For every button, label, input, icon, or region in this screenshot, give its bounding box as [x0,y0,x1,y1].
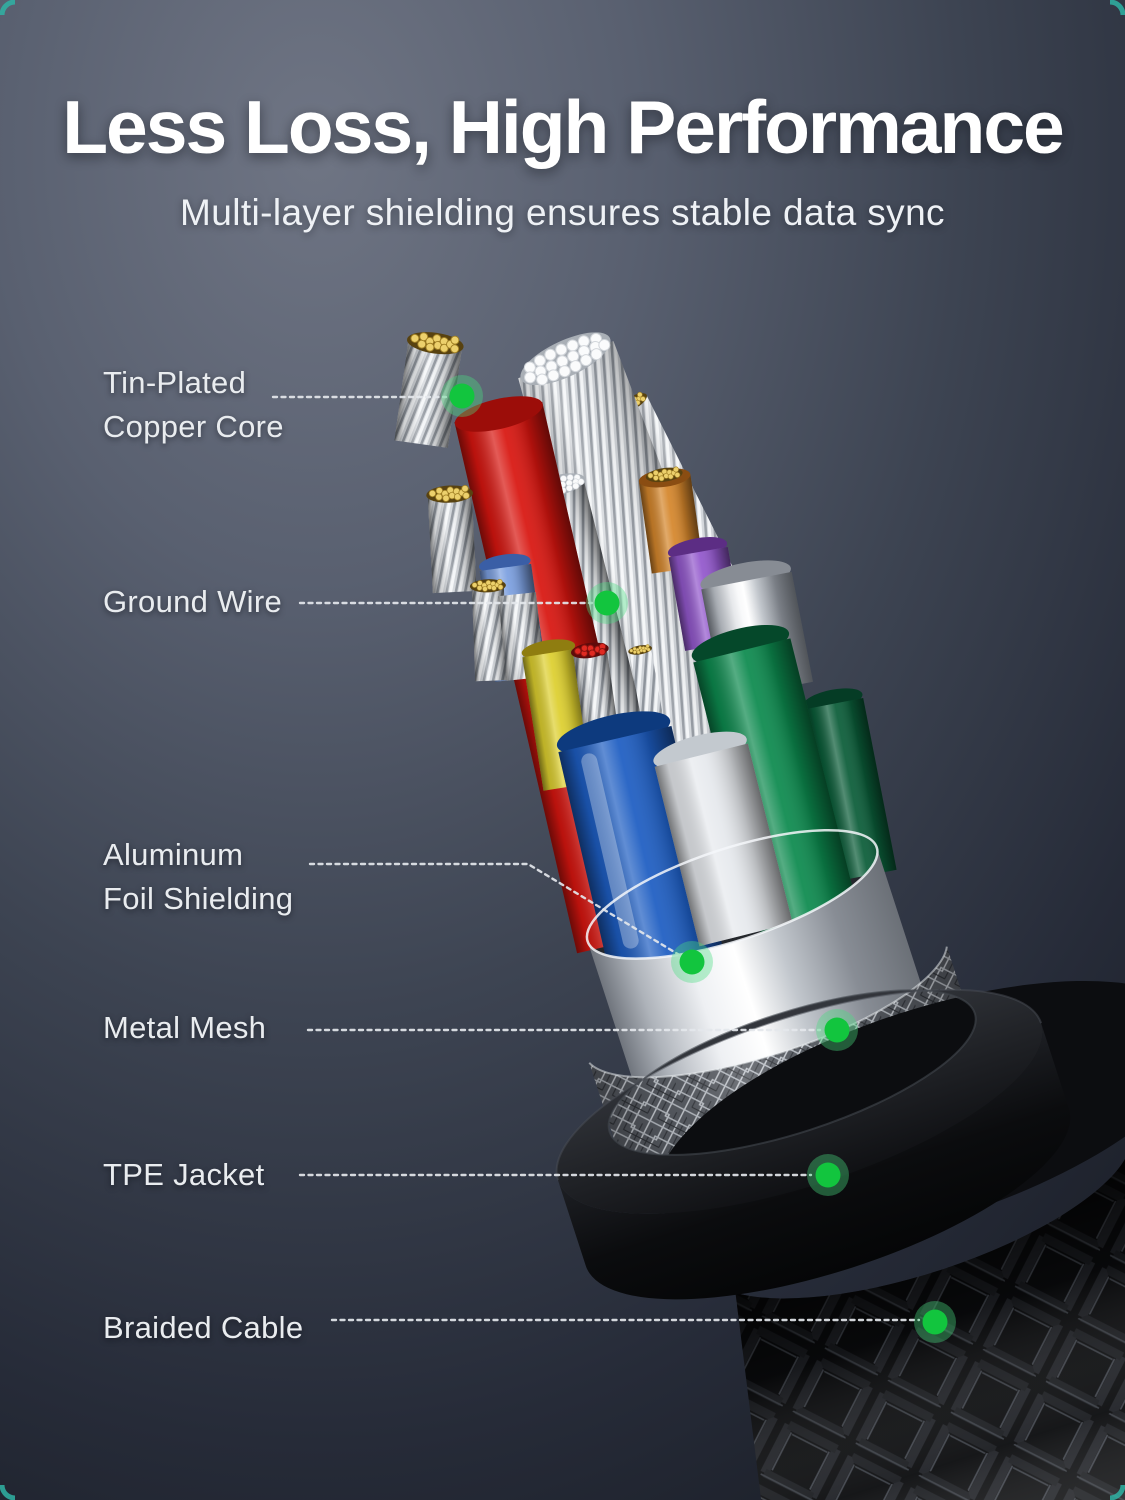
callout-aluminum-foil-shielding: Aluminum Foil Shielding [103,833,293,921]
strand-pigtail [425,483,477,594]
marker-dot-aluminum-foil-shielding [671,941,713,983]
marker-dot-tpe-jacket [807,1154,849,1196]
marker-dot-metal-mesh [816,1009,858,1051]
callout-label-line: Metal Mesh [103,1010,267,1045]
callout-label-line: Tin-Plated [103,365,247,400]
callout-label-line: TPE Jacket [103,1157,265,1192]
green-wire [691,624,861,944]
callout-label-line: Copper Core [103,409,284,444]
corner-accent-bottom-left [0,1484,16,1500]
gold-mini-pigtail [627,643,664,723]
callout-label-line: Braided Cable [103,1310,304,1345]
marker-dot-braided-cable [914,1301,956,1343]
callout-braided-cable: Braided Cable [103,1306,303,1350]
page-subtitle: Multi-layer shielding ensures stable dat… [180,192,945,233]
corner-accent-top-right [1109,0,1125,16]
callout-tpe-jacket: TPE Jacket [103,1153,265,1197]
marker-dot-ground-wire [586,582,628,624]
tinned-pigtail [469,578,508,682]
callout-metal-mesh: Metal Mesh [103,1006,266,1050]
leader-line-aluminum-foil-shielding [308,862,683,958]
page-title: Less Loss, High Performance [62,85,1065,169]
marker-dots [441,375,956,1343]
callout-label-line: Foil Shielding [103,881,294,916]
callout-label-line: Ground Wire [103,584,283,619]
callout-ground-wire: Ground Wire [103,580,282,624]
cable-assembly [394,321,1125,1500]
tin-plated-copper-core-strands [394,328,466,448]
corner-accent-bottom-right [1109,1484,1125,1500]
corner-accent-top-left [0,0,16,16]
white-wire [653,731,793,947]
leader-lines [271,395,921,1322]
dark-green-wire [803,688,897,882]
callout-tin-plated-copper-core: Tin-Plated Copper Core [103,361,284,449]
marker-dot-tin-plated-copper-core [441,375,483,417]
tpe-jacket-layer [555,988,1071,1300]
braided-cable-layer [735,1137,1125,1500]
callout-label-line: Aluminum [103,837,244,872]
